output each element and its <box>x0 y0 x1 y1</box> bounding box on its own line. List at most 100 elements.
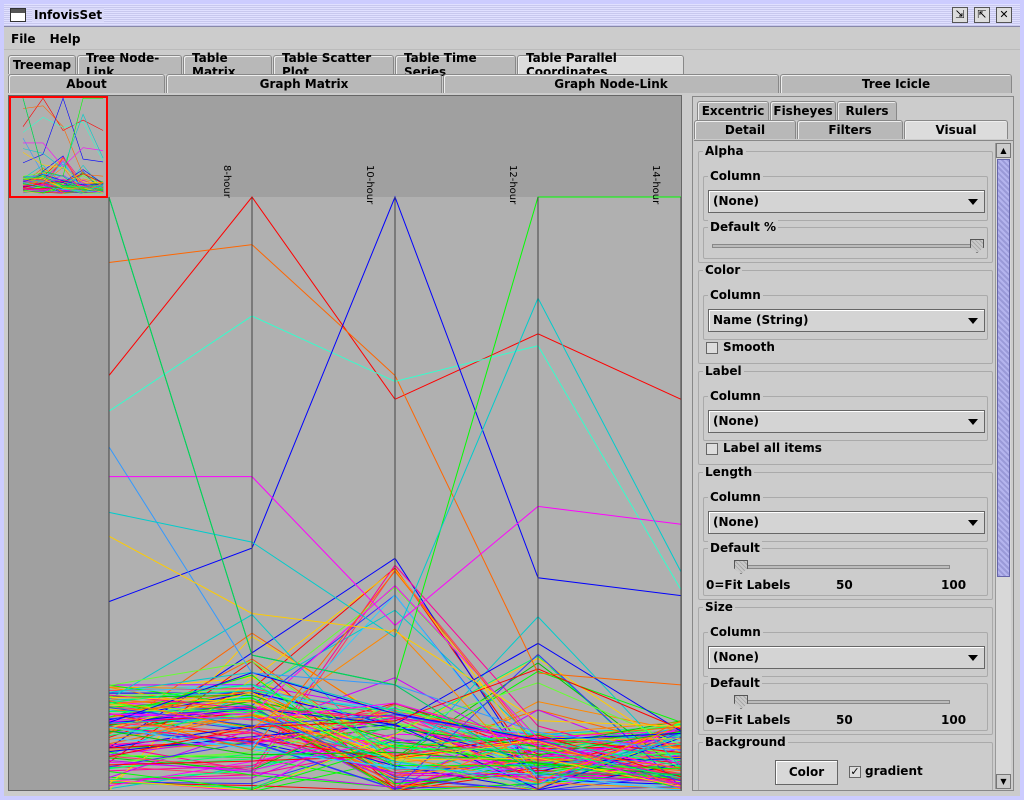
window-icon <box>10 8 26 22</box>
label-column-value: (None) <box>713 414 759 428</box>
control-panel: Excentric Fisheyes Rulers Detail Filters… <box>692 96 1014 791</box>
overview-line <box>23 142 104 168</box>
tabs-row-1: Treemap Tree Node-Link Table Matrix Tabl… <box>8 51 685 79</box>
length-tick-0: 0=Fit Labels <box>706 578 791 592</box>
gradient-checkbox[interactable]: ✓ <box>849 765 861 778</box>
length-column-value: (None) <box>713 515 759 529</box>
gradient-label: gradient <box>865 764 923 778</box>
alpha-title: Alpha <box>703 144 746 158</box>
tab-about[interactable]: About <box>8 74 165 93</box>
label-all-items-label: Label all items <box>723 441 822 455</box>
label-all-items-checkbox[interactable] <box>706 443 718 455</box>
scroll-thumb[interactable] <box>997 159 1010 577</box>
scroll-up-icon[interactable]: ▲ <box>996 143 1011 158</box>
overview-thumbnail[interactable] <box>9 96 108 198</box>
overview-line <box>22 177 104 193</box>
overview-line <box>22 152 104 184</box>
length-tick-50: 50 <box>836 578 853 592</box>
label-column-select[interactable]: (None) <box>708 410 985 433</box>
overview-line <box>22 105 104 177</box>
smooth-checkbox[interactable] <box>706 342 718 354</box>
background-color-button[interactable]: Color <box>775 760 838 785</box>
tab-tree-node-link[interactable]: Tree Node-Link <box>77 51 182 79</box>
length-column-label: Column <box>708 490 763 504</box>
overview-lines <box>22 97 104 194</box>
alpha-default-label: Default % <box>708 220 779 234</box>
overview-line <box>22 175 104 192</box>
overview-line <box>22 173 104 188</box>
length-default-group: Default 0=Fit Labels 50 100 <box>703 541 988 596</box>
tab-filters[interactable]: Filters <box>797 120 903 139</box>
overview-line <box>22 164 104 191</box>
chevron-down-icon <box>968 199 978 205</box>
tab-graph-node-link[interactable]: Graph Node-Link <box>443 74 779 93</box>
size-slider-track[interactable] <box>740 700 950 704</box>
chevron-down-icon <box>968 318 978 324</box>
length-slider-track[interactable] <box>740 565 950 569</box>
size-column-value: (None) <box>713 650 759 664</box>
alpha-column-group: Column (None) <box>703 169 988 221</box>
color-column-group: Column Name (String) <box>703 288 988 340</box>
tab-table-scatter-plot[interactable]: Table Scatter Plot <box>273 51 394 79</box>
alpha-column-value: (None) <box>713 194 759 208</box>
label-column-group: Column (None) <box>703 389 988 441</box>
title-bar[interactable]: InfovisSet ⇲ ⇱ ✕ <box>4 4 1020 27</box>
overview-line <box>22 182 104 194</box>
length-title: Length <box>703 465 755 479</box>
overview-line <box>22 179 104 190</box>
visual-settings: Alpha Column (None) Default % Color Colu… <box>694 140 1013 790</box>
size-default-group: Default 0=Fit Labels 50 100 <box>703 676 988 731</box>
close-icon[interactable]: ✕ <box>996 7 1012 23</box>
maximize-icon[interactable]: ⇱ <box>974 7 990 23</box>
minimize-icon[interactable]: ⇲ <box>952 7 968 23</box>
length-column-select[interactable]: (None) <box>708 511 985 534</box>
tab-table-matrix[interactable]: Table Matrix <box>183 51 272 79</box>
color-title: Color <box>703 263 743 277</box>
tab-excentric[interactable]: Excentric <box>697 101 769 120</box>
axis-label: 10-hour <box>364 165 375 205</box>
size-tick-0: 0=Fit Labels <box>706 713 791 727</box>
axis-label: 14-hour <box>650 165 661 205</box>
label-group: Label Column (None) Label all items <box>698 364 993 465</box>
overview-line <box>22 116 104 162</box>
size-column-select[interactable]: (None) <box>708 646 985 669</box>
tab-table-parallel-coordinates[interactable]: Table Parallel Coordinates <box>517 51 684 79</box>
color-column-select[interactable]: Name (String) <box>708 309 985 332</box>
alpha-slider-track[interactable] <box>712 244 984 248</box>
color-group: Color Column Name (String) Smooth <box>698 263 993 364</box>
overview-line <box>22 97 104 164</box>
size-slider-thumb[interactable] <box>734 695 748 709</box>
tab-fisheyes[interactable]: Fisheyes <box>770 101 836 120</box>
size-default-label: Default <box>708 676 762 690</box>
chevron-down-icon <box>968 520 978 526</box>
color-column-label: Column <box>708 288 763 302</box>
length-tick-100: 100 <box>941 578 967 592</box>
chevron-down-icon <box>968 655 978 661</box>
tab-graph-matrix[interactable]: Graph Matrix <box>166 74 442 93</box>
overview-line <box>22 98 104 191</box>
length-group: Length Column (None) Default 0=Fit Label… <box>698 465 993 600</box>
tab-rulers[interactable]: Rulers <box>837 101 897 120</box>
length-column-group: Column (None) <box>703 490 988 542</box>
size-title: Size <box>703 600 735 614</box>
tab-table-time-series[interactable]: Table Time Series <box>395 51 516 79</box>
size-tick-100: 100 <box>941 713 967 727</box>
alpha-column-select[interactable]: (None) <box>708 190 985 213</box>
overview-line <box>22 177 104 192</box>
tab-tree-icicle[interactable]: Tree Icicle <box>780 74 1012 93</box>
alpha-slider-thumb[interactable] <box>970 239 984 253</box>
menu-help[interactable]: Help <box>49 31 81 46</box>
axis-label: 8-hour <box>221 165 232 199</box>
vertical-scrollbar[interactable]: ▲ ▼ <box>995 143 1011 789</box>
tab-visual[interactable]: Visual <box>904 120 1008 139</box>
tab-treemap[interactable]: Treemap <box>8 55 76 74</box>
menu-file[interactable]: File <box>11 31 36 46</box>
length-slider-thumb[interactable] <box>734 560 748 574</box>
axis-label: 12-hour <box>507 165 518 205</box>
scroll-down-icon[interactable]: ▼ <box>996 774 1011 789</box>
tab-detail[interactable]: Detail <box>694 120 796 139</box>
alpha-group: Alpha Column (None) Default % <box>698 144 993 263</box>
